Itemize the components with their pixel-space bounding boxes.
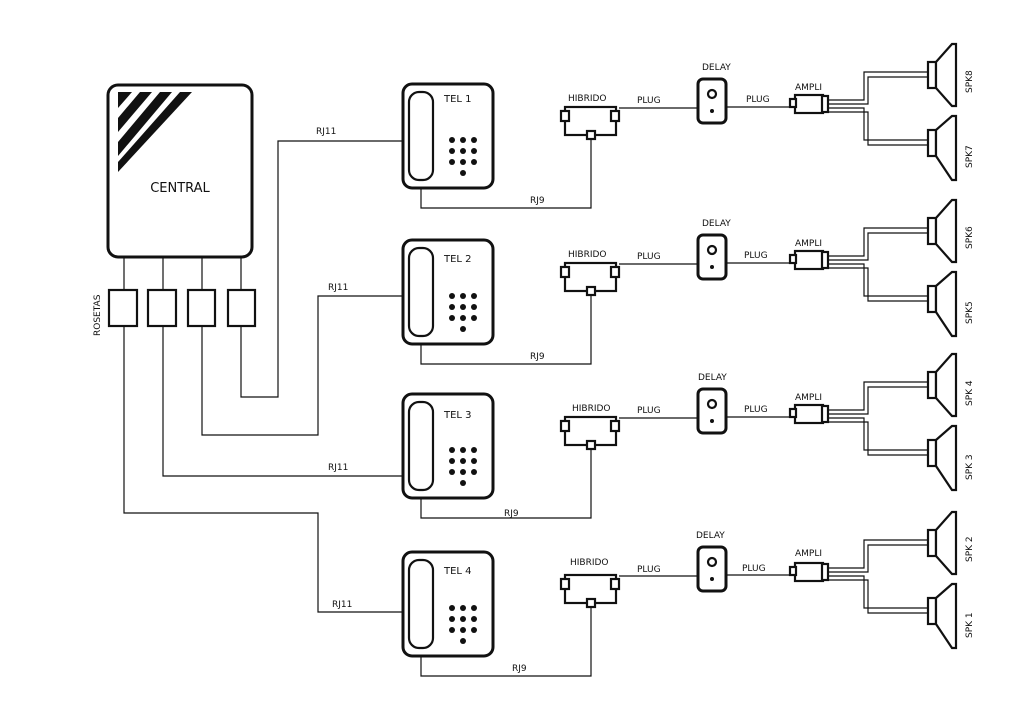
speaker-6: SPK6 — [926, 198, 975, 264]
delay-pedal-1: DELAY — [696, 63, 731, 125]
telephone-2: TEL 2 — [401, 238, 495, 346]
ampli-label-1: AMPLI — [795, 83, 822, 93]
tel-label-2: TEL 2 — [443, 254, 472, 265]
plug-label-3b: PLUG — [744, 405, 768, 415]
rj9-label-2: RJ9 — [530, 352, 545, 362]
hibrido-label-2: HIBRIDO — [568, 250, 607, 260]
row-3: TEL 3 RJ11 RJ9 HIBRIDO PLUG DELAY — [328, 352, 975, 519]
delay-label-1: DELAY — [702, 63, 731, 73]
ampli-4: AMPLI — [788, 549, 830, 583]
plug-label-1b: PLUG — [746, 95, 770, 105]
central-hatch — [118, 92, 192, 172]
roseta-4 — [226, 288, 257, 328]
speaker-label-4: SPK 4 — [965, 380, 975, 406]
roseta-2 — [146, 288, 178, 328]
rj9-label-4: RJ9 — [512, 664, 527, 674]
speaker-label-5: SPK5 — [965, 301, 975, 324]
rj11-label-3: RJ11 — [328, 463, 348, 473]
speaker-1: SPK 1 — [926, 582, 975, 650]
speaker-label-8: SPK8 — [965, 70, 975, 93]
rj11-label-4: RJ11 — [332, 600, 352, 610]
plug-label-1a: PLUG — [637, 96, 661, 106]
central-label: CENTRAL — [150, 181, 210, 196]
ampli-3: AMPLI — [788, 393, 830, 425]
delay-pedal-3: DELAY — [696, 373, 728, 435]
rosetas-label: ROSETAS — [93, 294, 103, 336]
roseta-3 — [186, 288, 217, 328]
telephone-3: TEL 3 — [401, 392, 495, 500]
hibrido-3: HIBRIDO — [559, 404, 621, 451]
tel-label-3: TEL 3 — [443, 410, 472, 421]
hibrido-label-4: HIBRIDO — [570, 558, 609, 568]
plug-label-3a: PLUG — [637, 406, 661, 416]
ampli-label-2: AMPLI — [795, 239, 822, 249]
speaker-5: SPK5 — [926, 270, 975, 338]
row-1: TEL 1 RJ11 RJ9 HIBRIDO PLUG DELAY — [316, 42, 975, 209]
rj11-wiring — [123, 140, 404, 613]
hibrido-4: HIBRIDO — [559, 558, 621, 609]
telephone-1: TEL 1 — [401, 82, 495, 190]
rj9-label-3: RJ9 — [504, 509, 519, 519]
speaker-label-1: SPK 1 — [965, 612, 975, 638]
ampli-2: AMPLI — [788, 239, 830, 271]
plug-label-2b: PLUG — [744, 251, 768, 261]
row-2: TEL 2 RJ11 RJ9 HIBRIDO PLUG DELAY — [328, 198, 975, 365]
plug-label-4a: PLUG — [637, 565, 661, 575]
speaker-label-6: SPK6 — [965, 226, 975, 249]
delay-pedal-2: DELAY — [696, 219, 731, 281]
tel-label-1: TEL 1 — [443, 94, 472, 105]
ampli-1: AMPLI — [788, 83, 830, 115]
speaker-7: SPK7 — [926, 114, 975, 182]
rj11-label-2: RJ11 — [328, 283, 348, 293]
speaker-8: SPK8 — [926, 42, 975, 108]
delay-pedal-4: DELAY — [696, 531, 728, 593]
delay-label-2: DELAY — [702, 219, 731, 229]
ampli-label-4: AMPLI — [795, 549, 822, 559]
hibrido-label-3: HIBRIDO — [572, 404, 611, 414]
plug-label-4b: PLUG — [742, 564, 766, 574]
speaker-4: SPK 4 — [926, 352, 975, 418]
tel-label-4: TEL 4 — [443, 566, 472, 577]
delay-label-3: DELAY — [698, 373, 727, 383]
hibrido-label-1: HIBRIDO — [568, 94, 607, 104]
speaker-label-7: SPK7 — [965, 145, 975, 168]
rj9-label-1: RJ9 — [530, 196, 545, 206]
row-4: TEL 4 RJ11 RJ9 HIBRIDO PLUG DELAY — [332, 510, 975, 677]
central-unit: CENTRAL — [106, 83, 254, 259]
speaker-2: SPK 2 — [926, 510, 975, 576]
telephone-4: TEL 4 — [401, 550, 495, 658]
hibrido-2: HIBRIDO — [559, 250, 621, 297]
roseta-1 — [107, 288, 139, 328]
speaker-label-3: SPK 3 — [965, 454, 975, 480]
plug-label-2a: PLUG — [637, 252, 661, 262]
hibrido-1: HIBRIDO — [559, 94, 621, 141]
rj11-label-1: RJ11 — [316, 127, 336, 137]
speaker-3: SPK 3 — [926, 424, 975, 492]
speaker-label-2: SPK 2 — [965, 536, 975, 562]
ampli-label-3: AMPLI — [795, 393, 822, 403]
rosetas-group: ROSETAS — [93, 257, 257, 336]
delay-label-4: DELAY — [696, 531, 725, 541]
